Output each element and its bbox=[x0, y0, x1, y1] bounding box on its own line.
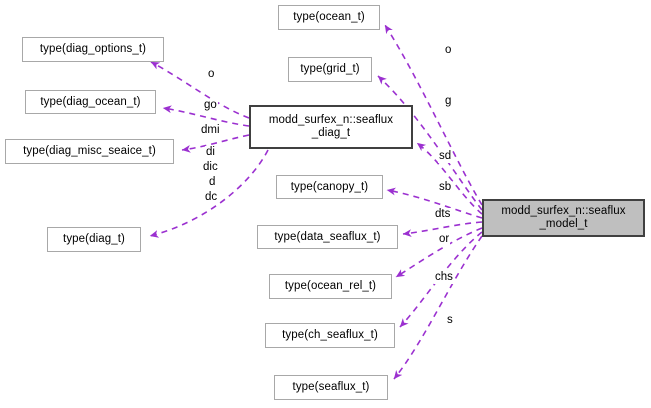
edge-label-dts: dts bbox=[434, 208, 452, 221]
edge-label-sb: sb bbox=[438, 181, 453, 194]
edge-label-or: or bbox=[438, 233, 451, 246]
edge-label-dic: dic bbox=[202, 161, 219, 174]
edge-label-o-left: o bbox=[207, 68, 216, 81]
edge-root-seaflux bbox=[393, 235, 483, 380]
node-diag-misc-seaice-t[interactable]: type(diag_misc_seaice_t) bbox=[5, 139, 174, 164]
node-ocean-t[interactable]: type(ocean_t) bbox=[278, 5, 380, 30]
node-data-seaflux-t[interactable]: type(data_seaflux_t) bbox=[257, 225, 398, 249]
node-diag-options-t[interactable]: type(diag_options_t) bbox=[22, 37, 164, 62]
edge-label-s: s bbox=[446, 314, 454, 327]
edge-label-dmi: dmi bbox=[200, 124, 221, 137]
node-seaflux-model-t[interactable]: modd_surfex_n::seaflux _model_t bbox=[482, 199, 645, 237]
edge-label-di: di bbox=[205, 146, 216, 159]
edge-label-o-right: o bbox=[444, 44, 453, 57]
node-seaflux-diag-t[interactable]: modd_surfex_n::seaflux _diag_t bbox=[249, 105, 413, 149]
edge-label-chs: chs bbox=[434, 271, 454, 284]
node-seaflux-t[interactable]: type(seaflux_t) bbox=[274, 375, 388, 400]
edge-label-sd: sd bbox=[438, 150, 453, 163]
edge-label-g: g bbox=[444, 95, 453, 108]
edge-label-d: d bbox=[208, 176, 217, 189]
node-diag-t[interactable]: type(diag_t) bbox=[47, 227, 141, 252]
node-ch-seaflux-t[interactable]: type(ch_seaflux_t) bbox=[265, 323, 395, 348]
edge-label-go: go bbox=[203, 99, 218, 112]
edge-label-dc: dc bbox=[204, 191, 219, 204]
node-grid-t[interactable]: type(grid_t) bbox=[288, 57, 372, 82]
node-canopy-t[interactable]: type(canopy_t) bbox=[276, 175, 383, 199]
node-ocean-rel-t[interactable]: type(ocean_rel_t) bbox=[269, 274, 392, 299]
node-diag-ocean-t[interactable]: type(diag_ocean_t) bbox=[25, 90, 156, 114]
edge-diag-diag-options bbox=[150, 61, 250, 119]
